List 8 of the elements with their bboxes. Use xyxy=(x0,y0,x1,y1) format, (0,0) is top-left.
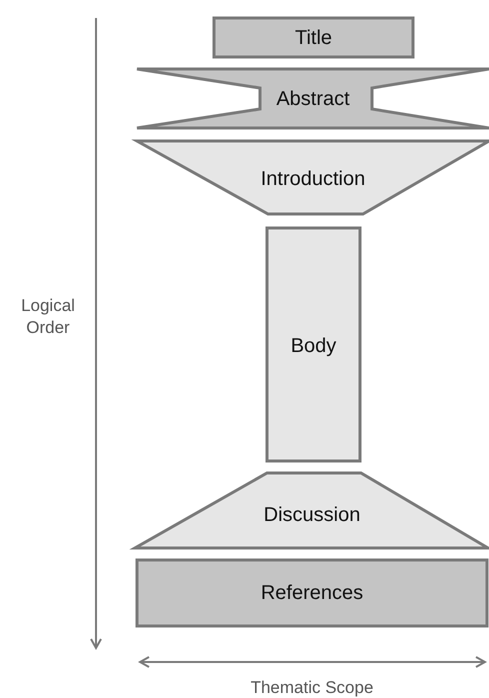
shape-label: Introduction xyxy=(260,168,366,190)
shape-label: References xyxy=(260,582,364,604)
shape-label: Discussion xyxy=(262,504,362,526)
shape-label: Body xyxy=(290,335,337,357)
axis-label: Thematic Scope xyxy=(250,677,374,698)
shape-label: Abstract xyxy=(275,88,351,110)
shape-label: Title xyxy=(294,26,334,48)
axis-label: Logical Order xyxy=(20,295,76,339)
